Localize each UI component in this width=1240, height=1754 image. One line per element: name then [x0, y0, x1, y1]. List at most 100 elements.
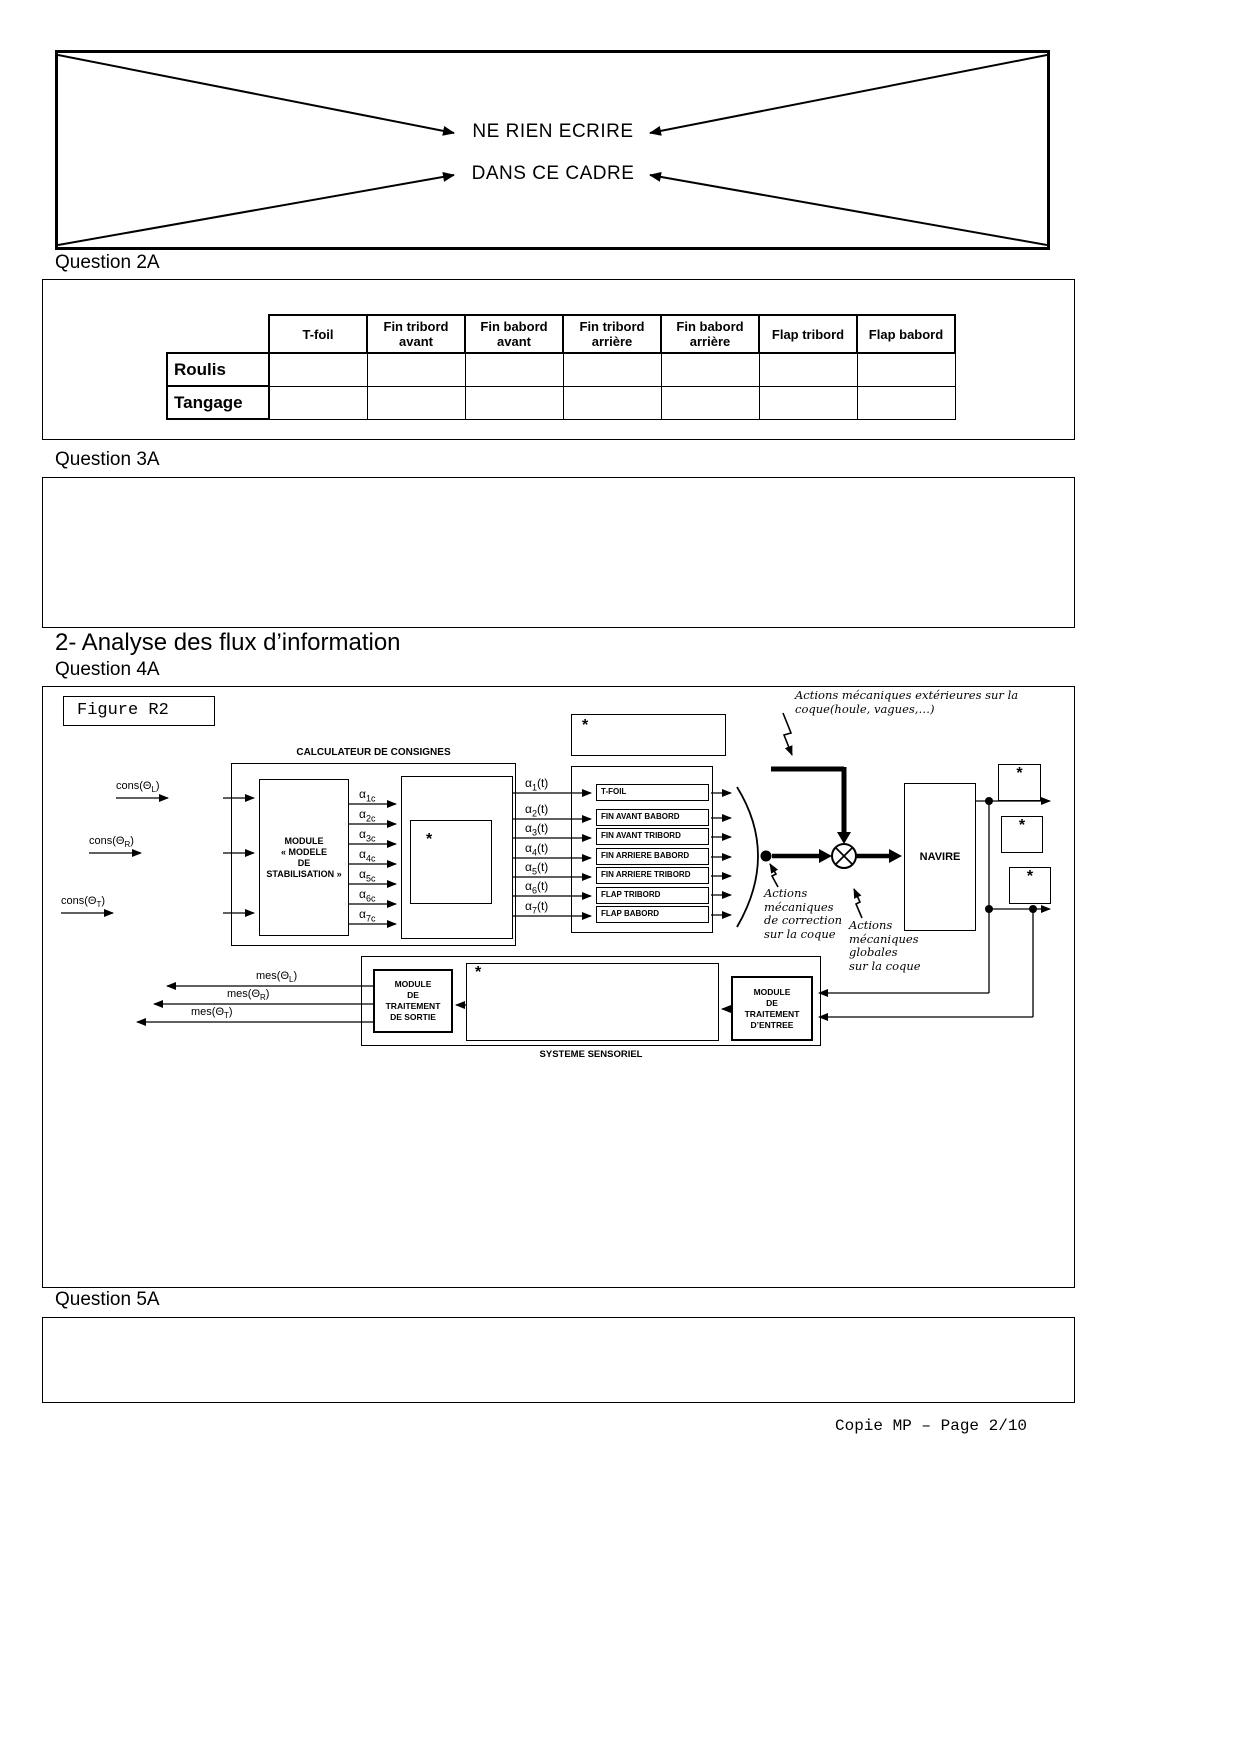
mes-theta-l-label: mes(ΘL)	[256, 970, 298, 985]
top-star-box: *	[571, 714, 726, 756]
col-header-tfoil: T-foil	[268, 314, 368, 354]
sensor-processing-star-box: *	[466, 963, 719, 1041]
navire-box: NAVIRE	[904, 783, 976, 931]
systeme-sensoriel-box	[361, 956, 821, 1046]
answer-cell	[660, 352, 760, 387]
alpha-1c-label: α1c	[359, 787, 376, 804]
answer-cell	[562, 385, 662, 420]
summation-brace-and-junction	[736, 786, 832, 928]
frame-text-line2: DANS CE CADRE	[471, 163, 635, 184]
cons-theta-t-label: cons(ΘT)	[61, 895, 106, 910]
star-placeholder: *	[475, 964, 482, 981]
cons-theta-r-label: cons(ΘR)	[89, 835, 134, 850]
q2a-table: T-foil Fin tribord avant Fin babord avan…	[166, 314, 956, 420]
answer-cell	[464, 385, 564, 420]
module-traitement-entree-box: MODULE DE TRAITEMENT D’ENTREE	[731, 976, 813, 1041]
frame-crossout-lines	[58, 54, 1047, 246]
frame-text-line1: NE RIEN ECRIRE	[472, 121, 634, 142]
external-actions-thick-line	[771, 766, 851, 844]
answer-cell	[268, 352, 368, 387]
answer-cell	[562, 352, 662, 387]
calculateur-consignes-box	[231, 763, 516, 946]
answer-cell	[366, 385, 466, 420]
alpha-6c-label: α6c	[359, 887, 376, 904]
star-placeholder: *	[582, 717, 589, 734]
systeme-sensoriel-label: SYSTEME SENSORIEL	[539, 1049, 643, 1060]
question-2a-heading: Question 2A	[55, 252, 160, 273]
actuator-fin-avant-tribord: FIN AVANT TRIBORD	[596, 828, 709, 845]
cons-input-arrows	[61, 794, 255, 917]
right-star-box-1: *	[998, 764, 1041, 801]
alpha-6t-label: α6(t)	[525, 879, 549, 896]
module-traitement-sortie-box: MODULE DE TRAITEMENT DE SORTIE	[373, 969, 453, 1033]
ne-rien-ecrire-frame: NE RIEN ECRIRE DANS CE CADRE	[55, 50, 1050, 250]
actuator-fin-arriere-babord: FIN ARRIERE BABORD	[596, 848, 709, 865]
cons-theta-l-label: cons(ΘL)	[116, 780, 160, 795]
row-label-roulis: Roulis	[166, 352, 270, 387]
star-placeholder: *	[426, 831, 433, 848]
star-placeholder: *	[1018, 817, 1026, 834]
answer-cell	[758, 385, 858, 420]
right-star-box-3: *	[1009, 867, 1051, 904]
actuator-fin-arriere-tribord: FIN ARRIERE TRIBORD	[596, 867, 709, 884]
summing-junction	[831, 843, 857, 869]
col-header-flap-babord: Flap babord	[856, 314, 956, 354]
actuator-flap-babord: FLAP BABORD	[596, 906, 709, 923]
alpha-7c-label: α7c	[359, 907, 376, 924]
global-actions-arrow	[856, 849, 902, 863]
row-label-tangage: Tangage	[166, 385, 270, 420]
question-3a-heading: Question 3A	[55, 449, 160, 470]
col-header-flap-tribord: Flap tribord	[758, 314, 858, 354]
alpha-consigne-arrows	[349, 800, 397, 928]
alpha-7t-label: α7(t)	[525, 899, 549, 916]
servo-control-box: *	[401, 776, 513, 939]
question-4a-answer-box: Figure R2 Actions mécaniques extérieures…	[42, 686, 1075, 1288]
section-2-heading: 2- Analyse des flux d’information	[55, 629, 401, 656]
alpha-3c-label: α3c	[359, 827, 376, 844]
navire-output-and-feedback-lines	[818, 797, 1051, 1021]
mes-theta-t-label: mes(ΘT)	[191, 1006, 233, 1021]
sensor-chain-arrows	[136, 982, 731, 1026]
figure-r2-connectors	[61, 712, 1051, 1026]
page-footer: Copie MP – Page 2/10	[835, 1417, 1028, 1435]
col-header-fin-babord-avant: Fin babord avant	[464, 314, 564, 354]
actuator-flap-tribord: FLAP TRIBORD	[596, 887, 709, 904]
answer-cell	[856, 352, 956, 387]
answer-cell	[268, 385, 368, 420]
calculateur-consignes-label: CALCULATEUR DE CONSIGNES	[296, 747, 451, 758]
alpha-3t-label: α3(t)	[525, 821, 549, 838]
module-modele-stabilisation-box: MODULE « MODELE DE STABILISATION »	[259, 779, 349, 936]
answer-cell	[856, 385, 956, 420]
alpha-2c-label: α2c	[359, 807, 376, 824]
col-header-fin-tribord-arriere: Fin tribord arrière	[562, 314, 662, 354]
actuator-t-foil: T-FOIL	[596, 784, 709, 801]
star-placeholder: *	[1016, 765, 1023, 782]
alpha-4c-label: α4c	[359, 847, 376, 864]
figure-r2-label: Figure R2	[63, 696, 215, 726]
right-star-box-2: *	[1001, 816, 1043, 853]
actuators-container-box	[571, 766, 713, 933]
alpha-t-arrows	[513, 789, 592, 920]
alpha-5t-label: α5(t)	[525, 860, 549, 877]
question-5a-answer-box	[42, 1317, 1075, 1403]
mes-theta-r-label: mes(ΘR)	[227, 988, 270, 1003]
col-header-fin-tribord-avant: Fin tribord avant	[366, 314, 466, 354]
question-4a-heading: Question 4A	[55, 659, 160, 680]
col-header-fin-babord-arriere: Fin babord arrière	[660, 314, 760, 354]
alpha-2t-label: α2(t)	[525, 802, 549, 819]
actions-correction-note: Actions mécaniques de correction sur la …	[764, 886, 843, 941]
alpha-4t-label: α4(t)	[525, 841, 549, 858]
alpha-1t-label: α1(t)	[525, 776, 549, 793]
actuator-output-arrows	[711, 789, 732, 919]
answer-cell	[366, 352, 466, 387]
servo-inner-box	[410, 820, 492, 904]
question-2a-answer-box: T-foil Fin tribord avant Fin babord avan…	[42, 279, 1075, 440]
actions-globales-note: Actions mécaniques globales sur la coque	[849, 918, 921, 973]
question-3a-answer-box	[42, 477, 1075, 628]
table-corner-cell	[167, 315, 269, 353]
alpha-5c-label: α5c	[359, 867, 376, 884]
external-actions-note: Actions mécaniques extérieures sur la co…	[795, 688, 1019, 716]
answer-cell	[660, 385, 760, 420]
star-placeholder: *	[1026, 868, 1034, 885]
